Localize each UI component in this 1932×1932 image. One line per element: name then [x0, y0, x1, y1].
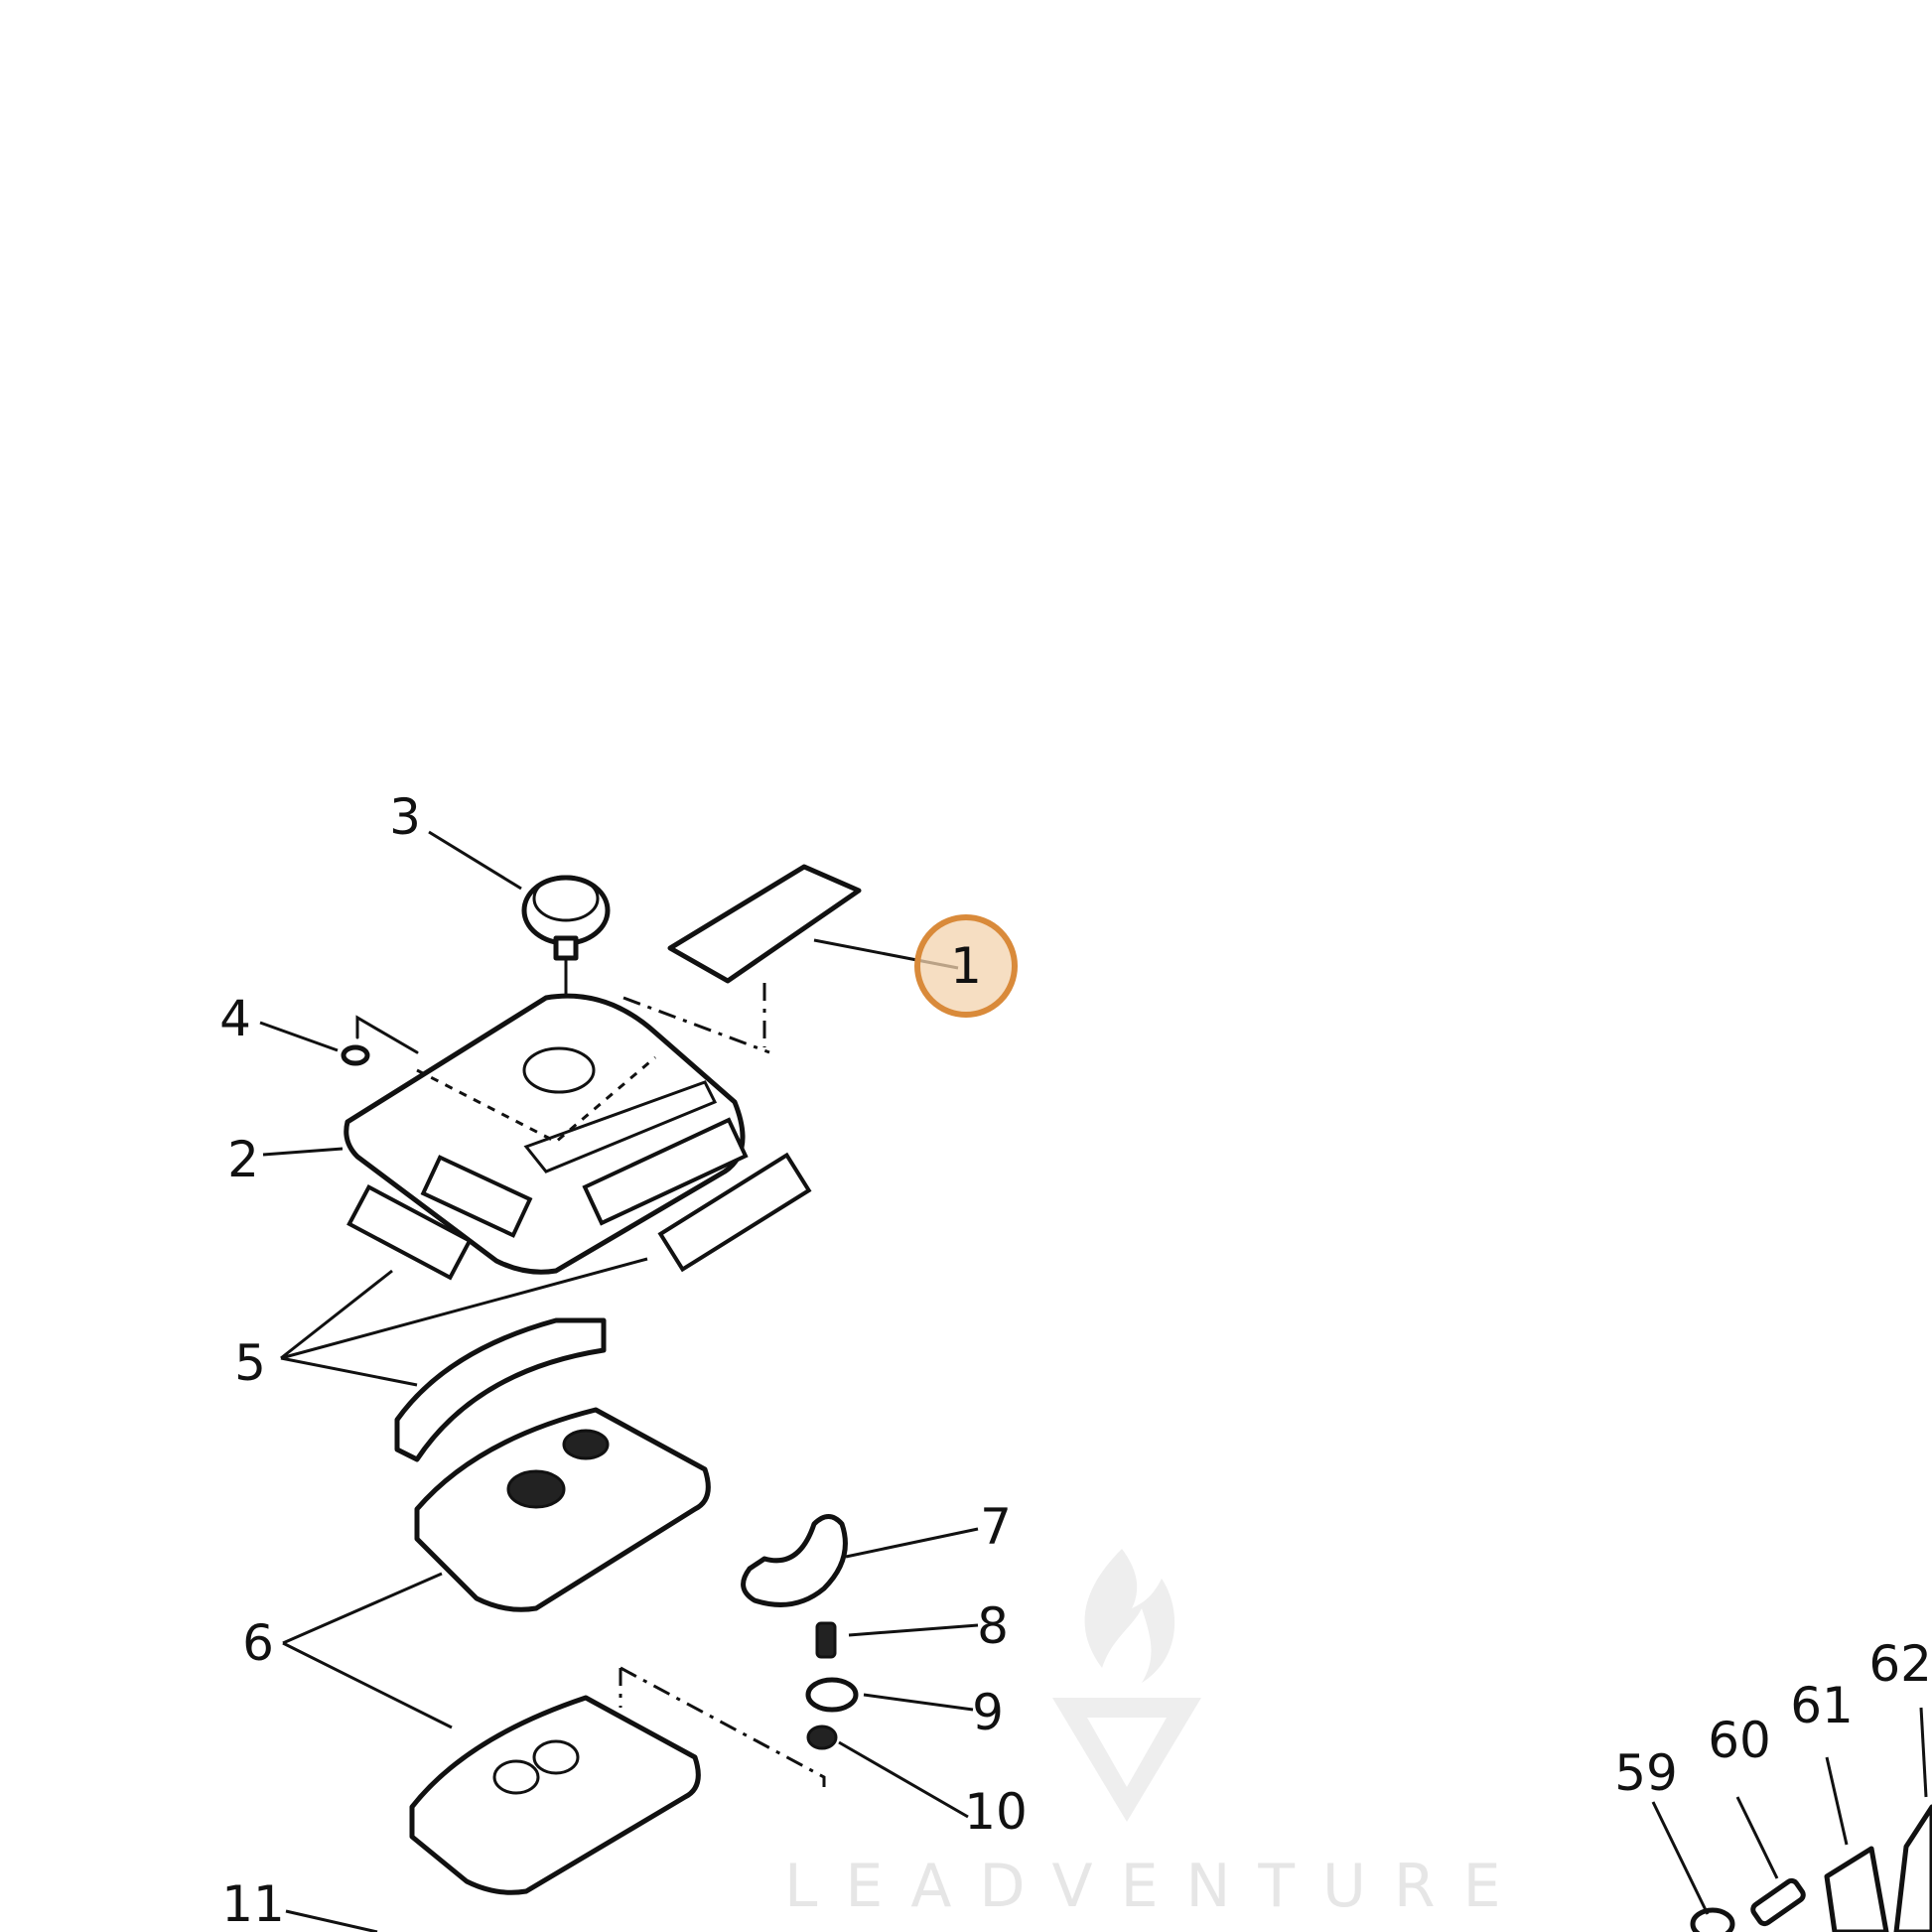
part-5-seals — [346, 1152, 812, 1462]
watermark-text: LEADVENTURE — [784, 1852, 1529, 1921]
part-60-bolt — [1750, 1877, 1806, 1927]
part-59-washer — [1690, 1907, 1735, 1932]
part-62-bracket — [1893, 1804, 1932, 1932]
callout-2[interactable]: 2 — [227, 1131, 259, 1188]
callout-7[interactable]: 7 — [980, 1498, 1012, 1556]
callout-3[interactable]: 3 — [389, 788, 421, 846]
callout-1[interactable]: 1 — [914, 914, 1018, 1018]
part-8-spring — [815, 1621, 837, 1659]
part-3-knob — [521, 875, 611, 1074]
callout-1-label: 1 — [950, 937, 982, 995]
callout-11[interactable]: 11 — [221, 1875, 285, 1932]
part-61-plate — [1824, 1846, 1889, 1932]
part-10-plug — [806, 1725, 838, 1750]
callout-10[interactable]: 10 — [964, 1783, 1028, 1841]
watermark: LEADVENTURE — [784, 1549, 1529, 1921]
part-6-filter-lower — [409, 1666, 826, 1895]
part-7-bracket — [741, 1514, 848, 1607]
callout-8[interactable]: 8 — [977, 1597, 1009, 1655]
callouts: 1 2 3 4 5 6 7 8 9 10 11 59 60 61 62 — [219, 788, 1932, 1932]
callout-5[interactable]: 5 — [234, 1334, 266, 1392]
callout-61[interactable]: 61 — [1790, 1677, 1854, 1734]
callout-60[interactable]: 60 — [1708, 1712, 1771, 1769]
part-1-decal — [622, 864, 862, 1054]
callout-59[interactable]: 59 — [1614, 1744, 1678, 1802]
part-6-filter-upper — [414, 1407, 711, 1612]
part-2-cover — [344, 993, 749, 1275]
flame-logo-icon — [1052, 1549, 1201, 1822]
callout-6[interactable]: 6 — [242, 1614, 274, 1672]
callout-62[interactable]: 62 — [1868, 1635, 1932, 1693]
callout-1-highlight — [914, 914, 1018, 1018]
leader-lines — [259, 830, 1928, 1932]
callout-9[interactable]: 9 — [972, 1684, 1004, 1741]
callout-4[interactable]: 4 — [219, 990, 251, 1047]
part-9-cap — [805, 1677, 859, 1713]
part-4-grommet — [341, 1015, 419, 1066]
